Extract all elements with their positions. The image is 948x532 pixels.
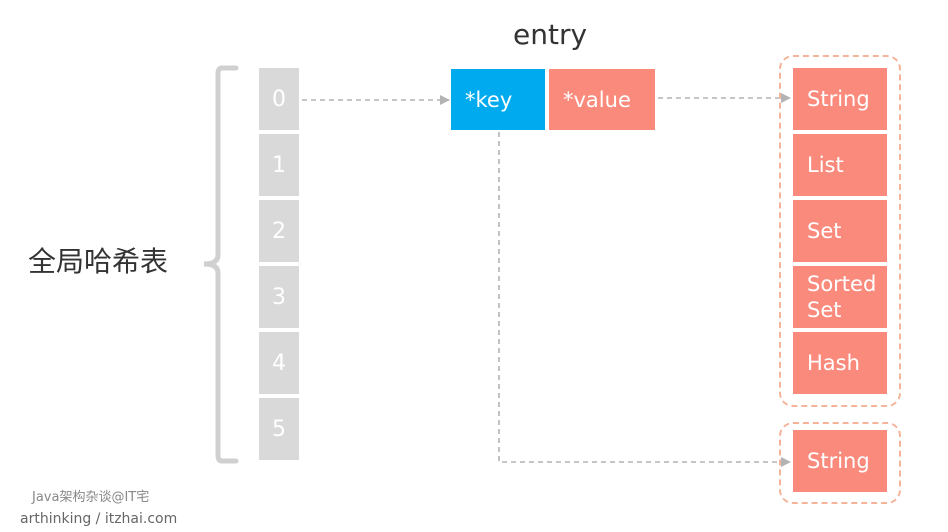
type-string: String [793, 68, 887, 130]
key-type-group [779, 422, 901, 504]
type-hash: Hash [793, 332, 887, 394]
bucket-2: 2 [259, 200, 299, 262]
key-to-string-arrow [498, 132, 791, 467]
key-type-string: String [793, 430, 887, 492]
bucket-4: 4 [259, 332, 299, 394]
bucket-3: 3 [259, 266, 299, 328]
watermark-line1: Java架构杂谈@IT宅 [32, 490, 150, 505]
hashtable-brace [203, 65, 239, 464]
type-sorted-set: Sorted Set [793, 266, 887, 328]
watermark-line2: arthinking / itzhai.com [20, 511, 178, 527]
entry-title: entry [513, 18, 588, 51]
entry-value: *value [549, 69, 655, 130]
type-set: Set [793, 200, 887, 262]
bucket-1: 1 [259, 134, 299, 196]
bucket-5: 5 [259, 398, 299, 460]
hashtable-label: 全局哈希表 [28, 245, 169, 278]
entry-key: *key [451, 69, 545, 130]
bucket-0: 0 [259, 68, 299, 130]
type-list: List [793, 134, 887, 196]
value-type-group [779, 55, 901, 407]
